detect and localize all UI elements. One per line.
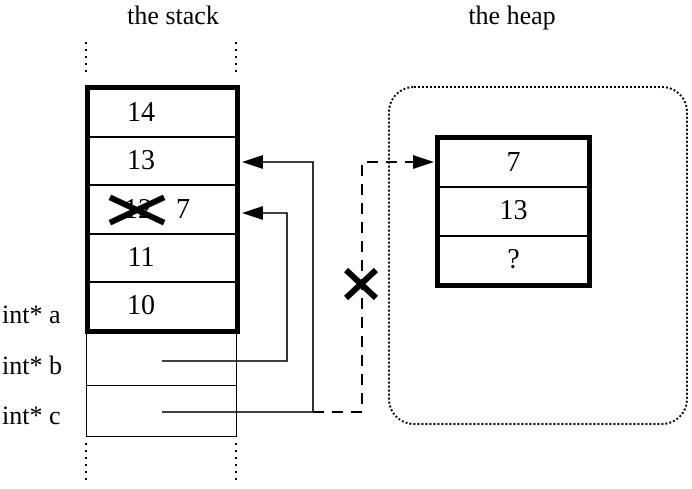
heap-cell-value: ? xyxy=(507,243,520,275)
heap-cell-7: 7 xyxy=(440,140,587,186)
stack-cell-old-value: 12 xyxy=(124,194,152,226)
heap-cell-value: 13 xyxy=(499,195,528,227)
pointer-c-cell xyxy=(87,384,236,437)
stack-cell-overwritten: 12 7 xyxy=(90,184,235,232)
pointer-b-cell xyxy=(87,334,236,385)
heap-title: the heap xyxy=(468,1,556,30)
heap-cell-value: 7 xyxy=(506,147,521,179)
arrowhead-left-icon xyxy=(242,155,263,169)
stack-cell-new-value: 7 xyxy=(176,193,190,225)
invalidated-x-icon xyxy=(343,267,379,301)
stack-title: the stack xyxy=(127,1,219,30)
stack-cell-11: 11 xyxy=(90,232,235,281)
pointer-label-a: int* a xyxy=(2,300,61,329)
stack-cell-13: 13 xyxy=(90,136,235,184)
heap-cell-13: 13 xyxy=(440,186,587,234)
pointer-label-c: int* c xyxy=(2,401,61,430)
pointer-label-b: int* b xyxy=(2,351,62,380)
stack-pointer-cells xyxy=(86,334,237,437)
heap-block-box: 7 13 ? xyxy=(435,135,592,288)
heap-cell-unknown: ? xyxy=(440,234,587,283)
stack-cell-14: 14 xyxy=(90,90,235,136)
stack-cell-value: 10 xyxy=(127,289,155,321)
stack-cell-value: 13 xyxy=(127,145,155,177)
stack-frame-box: 14 13 12 7 11 10 xyxy=(85,85,240,334)
arrowhead-left-icon xyxy=(242,206,263,220)
stack-cell-value: 14 xyxy=(127,97,155,129)
cross-out-x-icon xyxy=(107,194,167,226)
stack-cell-value: 11 xyxy=(127,241,155,273)
stack-cell-10: 10 xyxy=(90,280,235,329)
